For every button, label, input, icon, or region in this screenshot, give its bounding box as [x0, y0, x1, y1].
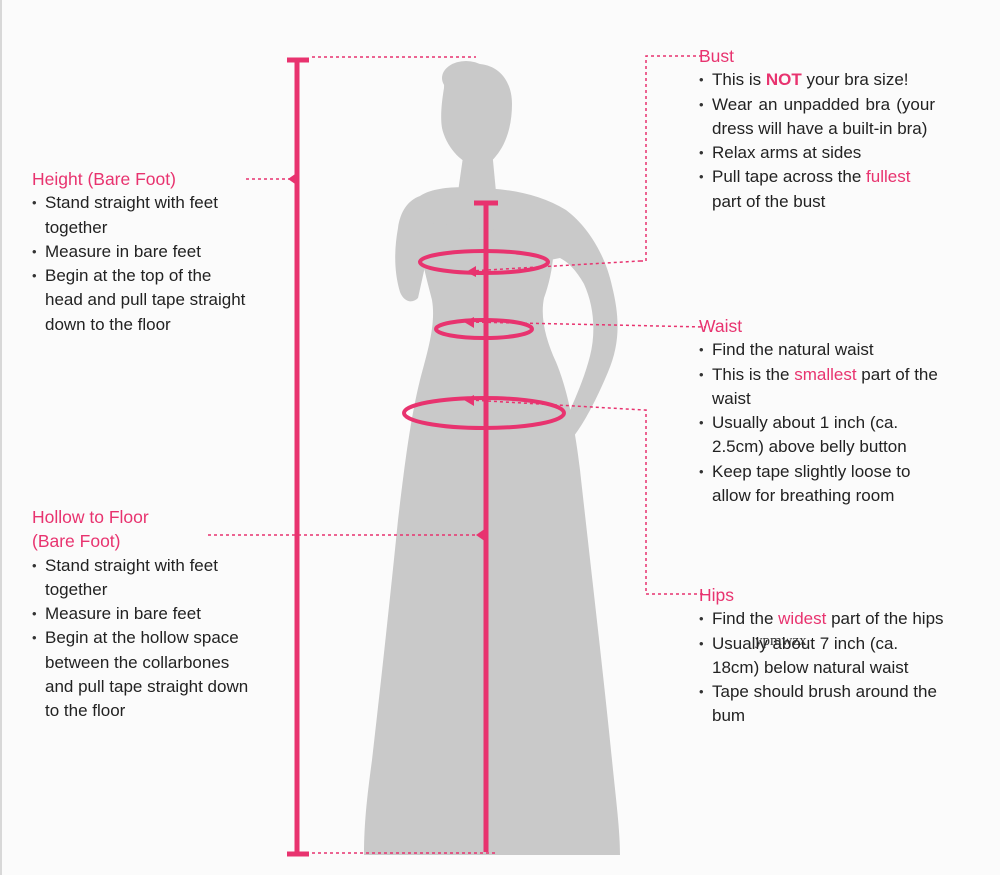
height-heading: Height (Bare Foot) — [32, 169, 176, 189]
waist-measure-ring — [434, 317, 707, 340]
bust-item-emphasis: fullest — [866, 167, 911, 187]
hips-item-text: part of the hips — [826, 609, 944, 629]
hollow-measure-line — [208, 200, 498, 852]
hollow-to-floor-instructions: Hollow to Floor (Bare Foot) Stand straig… — [32, 505, 252, 724]
waist-heading: Waist — [699, 316, 743, 336]
hips-item-text: Find the — [712, 609, 779, 629]
bust-item-text: your bra size! — [801, 70, 909, 90]
waist-item: This is the smallest part of the waist — [699, 363, 979, 412]
bust-item-text: part of the bust — [712, 191, 826, 211]
hips-item: Find the widest part of the hips — [699, 607, 947, 632]
bust-list: This is NOT your bra size! Wear an unpad… — [699, 68, 935, 214]
hollow-heading-line1: Hollow to Floor — [32, 507, 149, 527]
waist-item-text: This is the — [712, 364, 795, 384]
hips-item: Usually about 7 inch (ca. 18cm) below na… — [699, 632, 944, 681]
waist-instructions: Waist Find the natural waist This is the… — [699, 314, 979, 508]
hips-heading: Hips — [699, 585, 735, 605]
hollow-item: Begin at the hollow space between the co… — [32, 626, 252, 723]
frame-border — [0, 0, 2, 875]
height-item: Begin at the top of the head and pull ta… — [32, 264, 252, 337]
bust-item-text: Pull tape across the — [712, 167, 867, 187]
left-shoulder — [395, 196, 426, 302]
hips-item-emphasis: widest — [778, 609, 827, 629]
waist-item-text: part of the waist — [712, 364, 938, 408]
waist-item: Keep tape slightly loose to allow for br… — [699, 460, 942, 509]
waist-item-emphasis: smallest — [794, 364, 857, 384]
bust-heading: Bust — [699, 46, 735, 66]
head — [441, 63, 512, 167]
height-item: Stand straight with feet together — [32, 191, 252, 240]
dress — [364, 223, 620, 856]
height-item: Measure in bare feet — [32, 240, 252, 265]
waist-item: Find the natural waist — [699, 338, 979, 363]
woman-silhouette — [364, 61, 620, 856]
bust-item: Pull tape across the fullest part of the… — [699, 165, 935, 214]
bust-measure-ring — [418, 55, 706, 277]
hollow-heading-line2: (Bare Foot) — [32, 531, 121, 552]
hollow-item: Stand straight with feet together — [32, 554, 252, 603]
hollow-item: Measure in bare feet — [32, 602, 252, 627]
waist-list: Find the natural waist This is the small… — [699, 338, 979, 508]
bust-instructions: Bust This is NOT your bra size! Wear an … — [699, 44, 935, 214]
bust-item-text: This is — [712, 70, 766, 90]
bust-item-emphasis: NOT — [765, 70, 802, 90]
height-list: Stand straight with feet together Measur… — [32, 191, 252, 337]
hips-instructions: Hips Find the widest part of the hips Us… — [699, 583, 959, 729]
neck — [458, 150, 496, 192]
waist-item: Usually about 1 inch (ca. 2.5cm) above b… — [699, 411, 927, 460]
bust-item: Wear an unpadded bra (your dress will ha… — [699, 93, 935, 142]
watermark-text: ypmwzx — [755, 633, 807, 649]
height-instructions: Height (Bare Foot) Stand straight with f… — [32, 167, 252, 337]
hips-item: Tape should brush around the bum — [699, 680, 944, 729]
bust-item: Relax arms at sides — [699, 141, 935, 166]
hips-list: Find the widest part of the hips Usually… — [699, 607, 959, 728]
bust-item: This is NOT your bra size! — [699, 68, 935, 93]
hips-measure-ring — [402, 395, 706, 595]
height-measure-line — [246, 56, 496, 857]
hollow-list: Stand straight with feet together Measur… — [32, 554, 252, 724]
